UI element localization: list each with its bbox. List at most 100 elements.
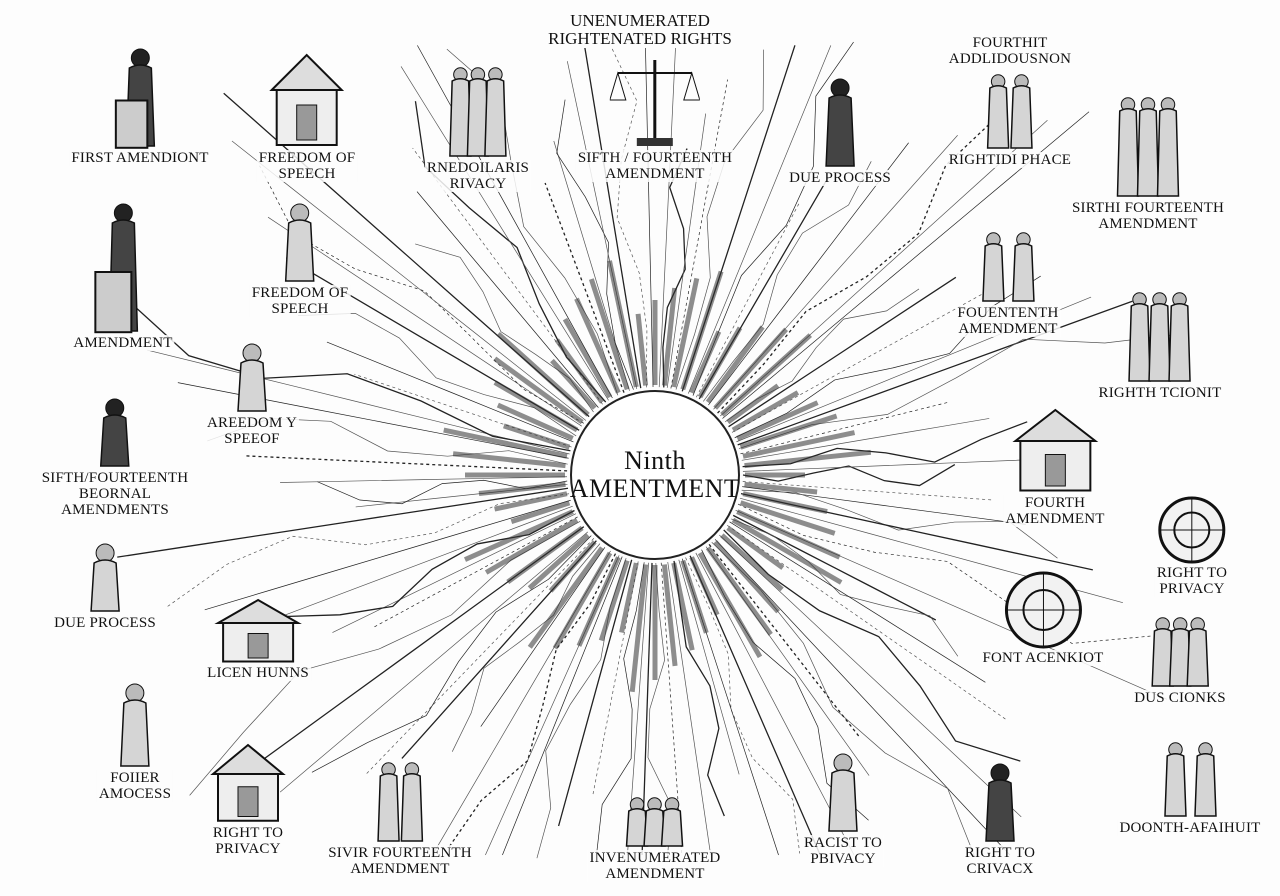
ray-line (480, 547, 606, 727)
diagram-node: FouententhAmendment (955, 225, 1061, 337)
ray-band (588, 278, 630, 391)
pole-figure-icon (1128, 292, 1192, 382)
ray-line (326, 341, 574, 443)
ray-line (660, 562, 683, 855)
ray-band (493, 380, 579, 433)
node-label: InvenumeratedAmendment (587, 850, 723, 882)
node-label-line: Fourthit (972, 35, 1048, 51)
node-label-line: Speeof (224, 431, 280, 447)
node-label: FoiierAmocess (96, 770, 174, 802)
ray-band (635, 313, 649, 386)
ray-band (689, 556, 720, 616)
node-label-line: Amendment (1005, 511, 1105, 527)
ray-band (742, 491, 828, 515)
ray-line (267, 216, 582, 427)
statue-icon (449, 67, 507, 157)
ray-line (365, 538, 595, 776)
ray-band (548, 540, 597, 593)
diagram-node: Due Process (52, 535, 158, 631)
ray-line (667, 562, 712, 856)
compass-wheel-icon (1004, 571, 1082, 649)
ray-band (697, 551, 763, 659)
arch-frame-icon (1163, 742, 1217, 817)
ray-band (726, 525, 785, 570)
ray-line (742, 421, 1028, 468)
node-label: Sirthi FourteenthAmendment (1069, 200, 1227, 232)
house-icon (210, 743, 286, 822)
node-label-line: Sifth / Fourteenth (577, 150, 733, 166)
ray-band (661, 287, 678, 386)
ray-line (502, 556, 623, 856)
ray-line (675, 49, 764, 390)
ray-band (720, 333, 812, 417)
ray-line (729, 521, 986, 683)
ray-line (688, 45, 832, 394)
diagram-node: Sirthi FourteenthAmendment (1069, 90, 1227, 232)
node-label-line: Dus Cionks (1134, 690, 1226, 706)
ray-band (744, 481, 818, 495)
ray-line (165, 493, 570, 609)
robed-woman-icon (377, 762, 423, 842)
node-label-line: Privacy (1159, 581, 1225, 597)
figures-icon (825, 78, 855, 167)
node-label-line: Amendment (73, 335, 173, 351)
ray-line (719, 534, 1022, 818)
ray-band (527, 546, 605, 649)
ray-band (736, 509, 841, 560)
ray-band (496, 331, 590, 417)
ray-band (742, 430, 856, 459)
node-label-line: Sirthi Fourteenth (1071, 200, 1225, 216)
ray-line (592, 561, 639, 797)
diagram-node: First Amendiont (69, 40, 211, 166)
ray-band (619, 562, 639, 634)
ray-line (231, 140, 587, 421)
ray-line (742, 457, 1068, 472)
fence-house-icon (214, 598, 302, 663)
node-label-line: Sifth/Fourteenth (41, 470, 189, 486)
diagram-node: RnedoilarisRivacy (424, 60, 532, 192)
ray-band (680, 270, 724, 391)
node-label: Dus Cionks (1132, 690, 1228, 706)
diagram-node: Amendment (71, 195, 175, 351)
node-label: Areedom YSpeeof (205, 415, 299, 447)
two-people-icon (237, 343, 267, 412)
ray-line (728, 276, 957, 428)
ray-band (705, 325, 765, 404)
ray-line (737, 300, 1133, 446)
ray-line (583, 45, 642, 389)
ray-line (723, 529, 1021, 762)
ray-band (443, 427, 568, 459)
node-label-line: Areedom Y (207, 415, 297, 431)
ray-line (249, 505, 573, 629)
diagram-node: Dus Cionks (1132, 610, 1228, 706)
node-label: Sifth / FourteenthAmendment (575, 150, 735, 182)
node-label-line: Amendment (1098, 216, 1198, 232)
node-label: FourthAmendment (1003, 495, 1107, 527)
node-label: Licen Hunns (205, 665, 311, 681)
ray-line (670, 79, 728, 389)
node-label: Amendment (71, 335, 175, 351)
diagram-node: Freedom ofSpeech (256, 50, 358, 182)
node-label-line: Speech (278, 166, 336, 182)
ray-line (553, 140, 630, 391)
vehicle-icon (981, 232, 1035, 302)
node-label-line: Doonth-Afaihuit (1119, 820, 1261, 836)
ray-line (741, 418, 990, 461)
node-label: Doonth-Afaihuit (1117, 820, 1263, 836)
ray-band (726, 383, 780, 425)
ray-band (552, 551, 613, 650)
node-label: Due Process (52, 615, 158, 631)
node-label-line: Crivacx (966, 861, 1034, 877)
diagram-node: Sifth/FourteenthBeornalAmendments (39, 390, 191, 518)
diagram-node: Sifth / FourteenthAmendment (575, 55, 735, 182)
node-label: First Amendiont (69, 150, 211, 166)
ray-band (452, 451, 566, 469)
ray-line (596, 562, 645, 854)
diagram-node: Freedom ofSpeech (249, 195, 351, 317)
ray-line (556, 99, 634, 390)
ray-line (123, 296, 571, 452)
node-label-line: Right to (1156, 565, 1228, 581)
ray-line (658, 45, 676, 388)
